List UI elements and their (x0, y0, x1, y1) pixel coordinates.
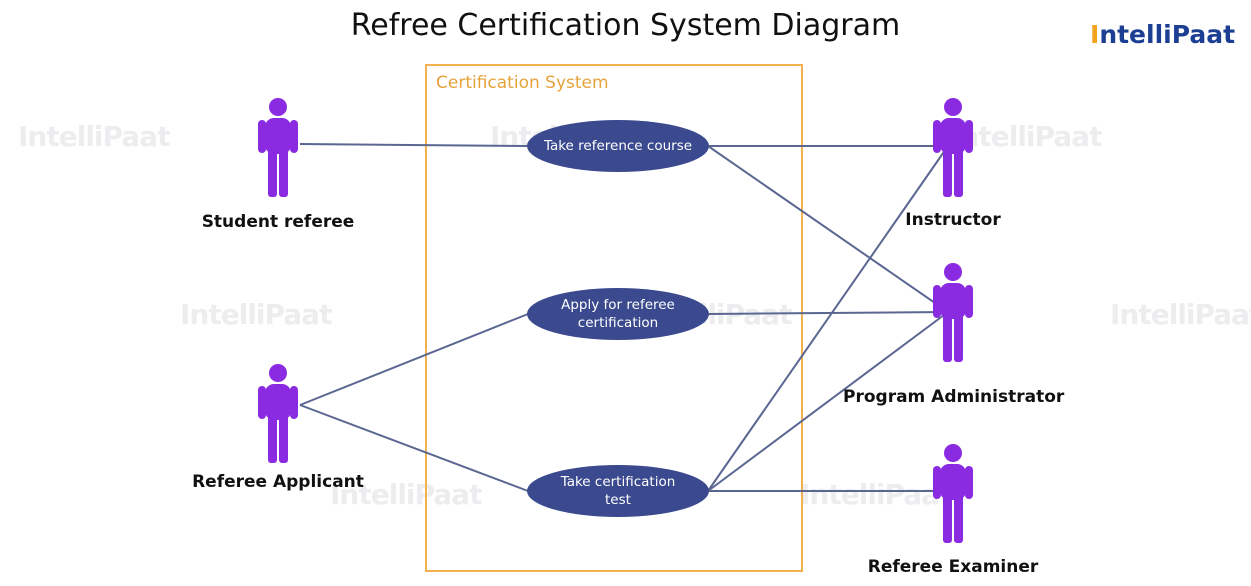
actor-instructor-icon (933, 97, 973, 197)
link-take-test-program-administrator (707, 311, 949, 492)
watermark: IntelliPaat (950, 120, 1102, 153)
actor-referee-applicant-label: Referee Applicant (192, 472, 364, 492)
logo-accent: I (1090, 19, 1100, 49)
actor-referee-examiner-label: Referee Examiner (867, 557, 1039, 577)
actor-program-administrator-label: Program Administrator (843, 387, 1065, 407)
link-apply-certification-program-administrator (707, 311, 949, 315)
watermark: IntelliPaat (18, 120, 170, 153)
actor-student-referee-icon (258, 97, 298, 197)
use-case-take-test: Take certification test (527, 465, 709, 517)
diagram-title: Refree Certification System Diagram (350, 8, 901, 43)
actor-instructor-label: Instructor (905, 210, 1001, 230)
system-label: Certification System (436, 73, 609, 93)
use-case-take-reference-course: Take reference course (527, 120, 709, 172)
link-referee-applicant-take-test (299, 404, 529, 492)
actor-student-referee-label: Student referee (201, 212, 355, 232)
actor-referee-examiner-icon (933, 443, 973, 543)
watermark: IntelliPaat (330, 478, 482, 511)
link-take-test-instructor (707, 145, 949, 492)
use-case-apply-certification: Apply for referee certification (527, 288, 709, 340)
link-referee-applicant-apply-certification (299, 313, 529, 406)
link-student-referee-take-reference-course (299, 143, 529, 147)
actor-program-administrator-icon (933, 262, 973, 362)
watermark: IntelliPaat (180, 298, 332, 331)
watermark: IntelliPaat (800, 478, 952, 511)
logo-text: ntelliPaat (1099, 19, 1236, 49)
link-take-reference-course-program-administrator (707, 145, 949, 313)
system-boundary (425, 64, 803, 572)
actor-referee-applicant-icon (258, 363, 298, 463)
watermark: IntelliPaat (1110, 298, 1251, 331)
